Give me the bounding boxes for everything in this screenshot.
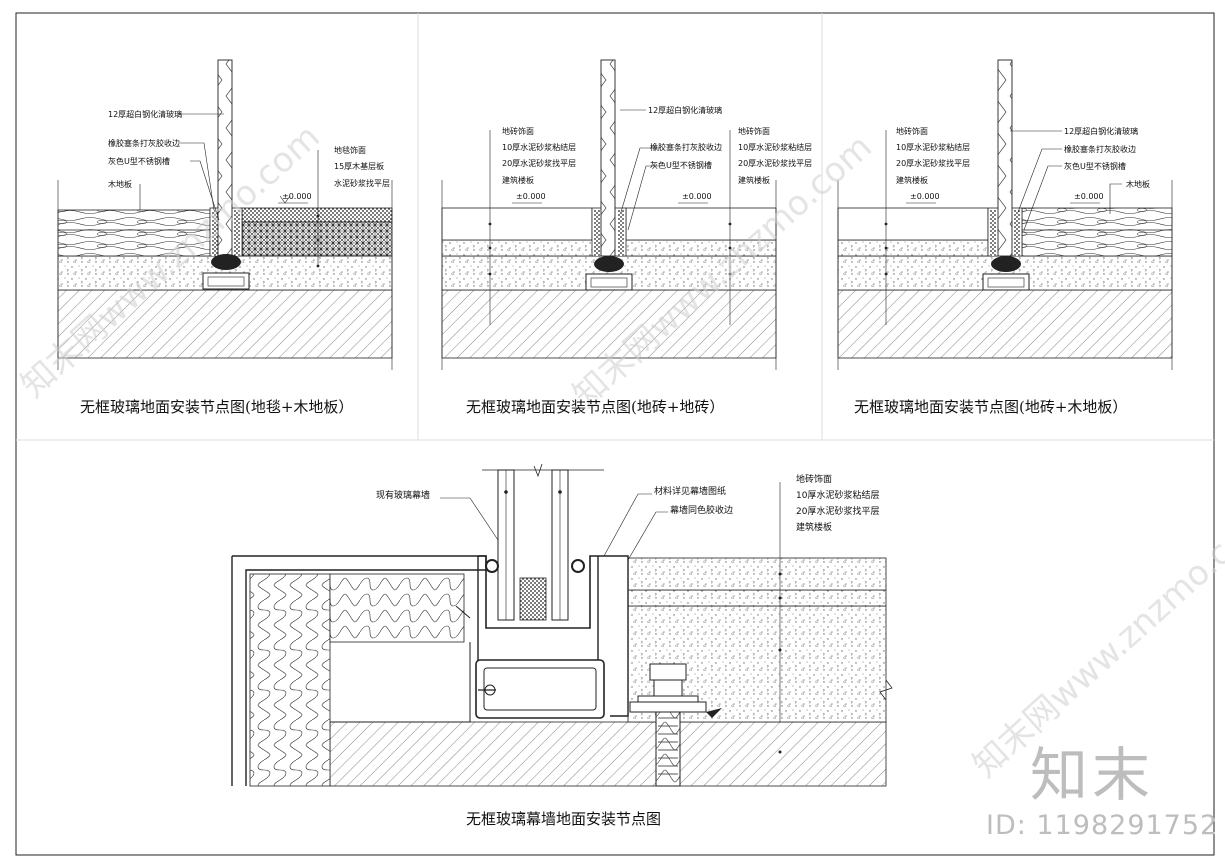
p4-label-tile: 地砖饰面 xyxy=(796,475,833,485)
p4-caption: 无框玻璃幕墙地面安装节点图 xyxy=(466,810,662,828)
p2-label-glass: 12厚超白钢化清玻璃 xyxy=(648,106,723,115)
p2-level-right: ±0.000 xyxy=(682,192,712,201)
p2-label-screed-r: 20厚水泥砂浆找平层 xyxy=(738,159,813,168)
p3-label-slab: 建筑楼板 xyxy=(896,176,928,185)
panel-1-detail xyxy=(57,59,393,370)
p2-label-bond-r: 10厚水泥砂浆粘结层 xyxy=(738,143,813,152)
p1-label-wood-floor: 木地板 xyxy=(108,180,132,189)
p2-label-rubber: 橡胶塞条打灰胶收边 xyxy=(650,143,722,152)
p1-label-carpet: 地毯饰面 xyxy=(334,146,366,155)
p3-label-glass: 12厚超白钢化清玻璃 xyxy=(1064,127,1139,136)
watermark-id: ID: 1198291752 xyxy=(986,810,1219,841)
p1-label-board: 15厚木基层板 xyxy=(334,162,385,171)
panel-2-detail xyxy=(441,59,777,370)
p2-level-left: ±0.000 xyxy=(516,192,546,201)
p4-label-sealant: 幕墙同色胶收边 xyxy=(670,506,734,516)
panel-4-detail xyxy=(231,463,893,787)
p2-label-tile-l: 地砖饰面 xyxy=(502,127,534,136)
p3-label-bond: 10厚水泥砂浆粘结层 xyxy=(896,143,971,152)
dimension-marks xyxy=(316,214,888,276)
p3-level-left: ±0.000 xyxy=(910,192,940,201)
p3-label-screed: 20厚水泥砂浆找平层 xyxy=(896,159,971,168)
p4-label-existing-wall: 现有玻璃幕墙 xyxy=(376,491,431,501)
p2-label-slab-r: 建筑楼板 xyxy=(738,176,770,185)
p4-label-slab: 建筑楼板 xyxy=(796,523,833,533)
p1-label-screed: 水泥砂浆找平层 xyxy=(334,179,390,188)
p2-label-bond-l: 10厚水泥砂浆粘结层 xyxy=(502,143,577,152)
p2-label-channel: 灰色U型不锈钢槽 xyxy=(650,161,712,170)
p4-label-material: 材料详见幕墙图纸 xyxy=(654,487,727,497)
p3-level-right: ±0.000 xyxy=(1074,192,1104,201)
p4-label-screed: 20厚水泥砂浆找平层 xyxy=(796,507,880,517)
p2-label-screed-l: 20厚水泥砂浆找平层 xyxy=(502,159,577,168)
p3-label-tile: 地砖饰面 xyxy=(896,127,928,136)
watermark-logo: 知末 xyxy=(1030,741,1155,809)
p2-label-slab-l: 建筑楼板 xyxy=(502,176,534,185)
p1-level: ±0.000 xyxy=(282,192,312,201)
p4-label-bond: 10厚水泥砂浆粘结层 xyxy=(796,491,880,501)
p1-label-rubber: 橡胶塞条打灰胶收边 xyxy=(108,139,180,148)
p3-label-rubber: 橡胶塞条打灰胶收边 xyxy=(1064,145,1136,154)
panel-3-detail xyxy=(837,59,1173,370)
p1-label-channel: 灰色U型不锈钢槽 xyxy=(108,157,170,166)
p3-label-wood-floor: 木地板 xyxy=(1126,180,1150,189)
p1-label-glass: 12厚超白钢化清玻璃 xyxy=(108,110,183,119)
p2-caption: 无框玻璃地面安装节点图(地砖+地砖） xyxy=(466,398,725,416)
p3-label-channel: 灰色U型不锈钢槽 xyxy=(1064,162,1126,171)
p2-label-tile-r: 地砖饰面 xyxy=(738,127,770,136)
p1-caption: 无框玻璃地面安装节点图(地毯+木地板） xyxy=(80,398,354,416)
p3-caption: 无框玻璃地面安装节点图(地砖+木地板） xyxy=(854,398,1128,416)
